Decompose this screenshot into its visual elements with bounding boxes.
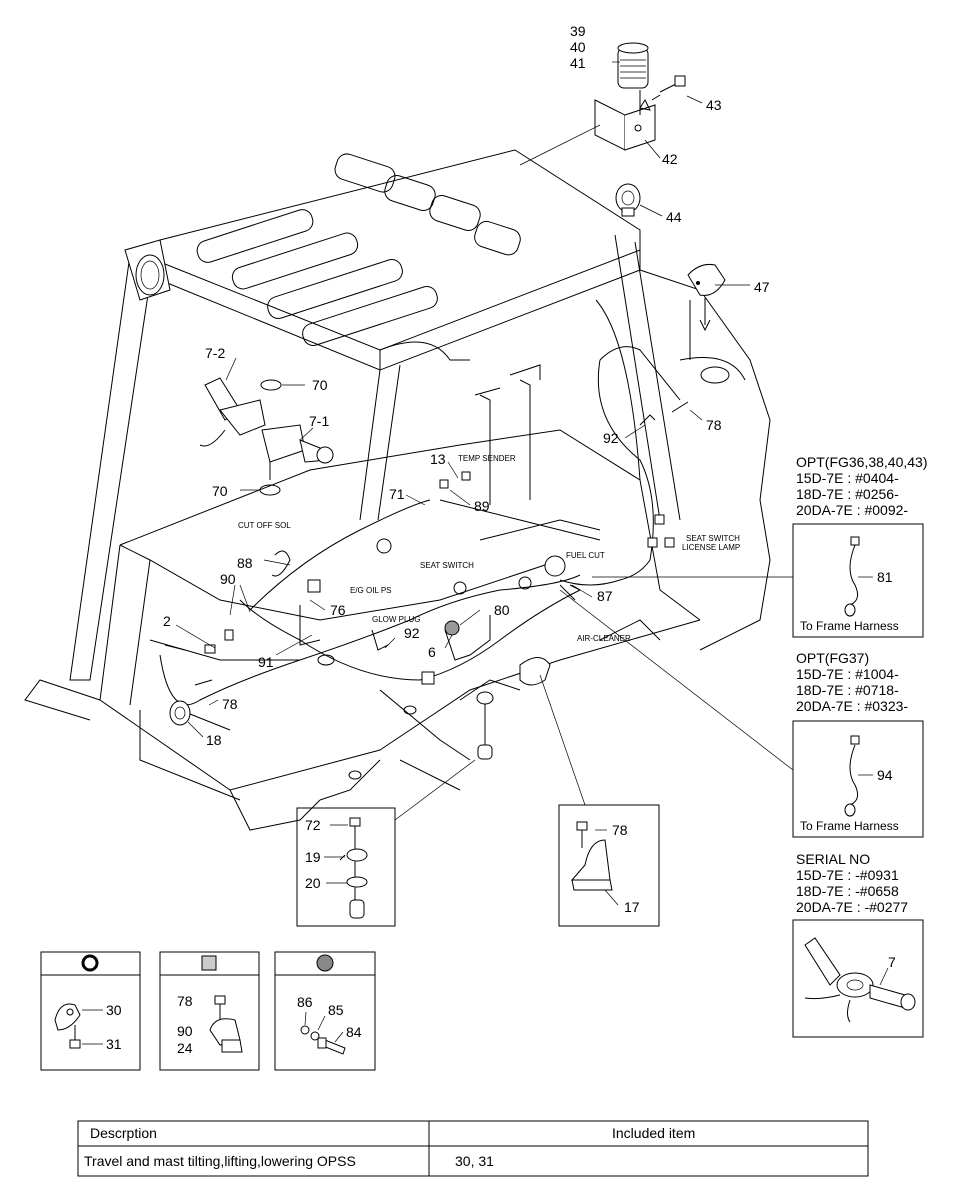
legend2-part-90: 90	[177, 1023, 193, 1039]
table-cell-included: 30, 31	[455, 1153, 494, 1169]
opt1-part: 81	[877, 569, 893, 585]
table-header-description: Descrption	[90, 1125, 157, 1141]
opt1-caption: To Frame Harness	[800, 619, 899, 633]
label-71: 71	[389, 486, 405, 502]
label-41: 41	[570, 55, 586, 71]
legend-box-square: 78 90 24	[159, 951, 260, 1071]
serial-title: SERIAL NO	[796, 851, 870, 867]
label-91: 91	[258, 654, 274, 670]
inset-label-19: 19	[305, 849, 321, 865]
label-78-left: 78	[222, 696, 238, 712]
option-box-fg37: OPT(FG37) 15D-7E : #1004- 18D-7E : #0718…	[792, 650, 924, 838]
opt2-line-1: 15D-7E : #1004-	[796, 666, 899, 682]
part-labels: 39 40 41 42 43 44 47 7-2 70 7-1 70 78 92…	[163, 23, 770, 748]
legend-box-shaded-circle: 86 85 84	[274, 951, 376, 1071]
callout-seat-switch: SEAT SWITCH	[420, 561, 474, 570]
label-39: 39	[570, 23, 586, 39]
label-78-top: 78	[706, 417, 722, 433]
label-47: 47	[754, 279, 770, 295]
callout-seat-switch-license-2: LICENSE LAMP	[682, 543, 740, 552]
opt1-line-1: 15D-7E : #0404-	[796, 470, 899, 486]
table-header-included: Included item	[612, 1125, 695, 1141]
option-box-fg36: OPT(FG36,38,40,43) 15D-7E : #0404- 18D-7…	[792, 454, 928, 638]
table-cell-description: Travel and mast tilting,lifting,lowering…	[84, 1153, 356, 1169]
legend1-part-31: 31	[106, 1036, 122, 1052]
legend2-part-24: 24	[177, 1040, 193, 1056]
legend1-part-30: 30	[106, 1002, 122, 1018]
label-76: 76	[330, 602, 346, 618]
serial-line-2: 18D-7E : -#0658	[796, 883, 899, 899]
label-6: 6	[428, 644, 436, 660]
label-13: 13	[430, 451, 446, 467]
opt2-title: OPT(FG37)	[796, 650, 869, 666]
component-callouts: TEMP SENDER CUT OFF SOL E/G OIL PS SEAT …	[238, 454, 740, 643]
inset-label-17: 17	[624, 899, 640, 915]
legend3-part-86: 86	[297, 994, 313, 1010]
buzzer-44	[615, 183, 641, 217]
label-7-2: 7-2	[205, 345, 225, 361]
combination-switch-7-2	[199, 377, 266, 447]
lamp-47	[687, 264, 726, 332]
small-components	[164, 401, 689, 760]
legend2-part-78: 78	[177, 993, 193, 1009]
rear-work-lamp	[124, 239, 171, 301]
opt1-line-3: 20DA-7E : #0092-	[796, 502, 908, 518]
serial-line-1: 15D-7E : -#0931	[796, 867, 899, 883]
label-89: 89	[474, 498, 490, 514]
callout-eg-oil-ps: E/G OIL PS	[350, 586, 392, 595]
label-2: 2	[163, 613, 171, 629]
inset-label-78: 78	[612, 822, 628, 838]
label-87: 87	[597, 588, 613, 604]
label-70-bottom: 70	[212, 483, 228, 499]
label-18: 18	[206, 732, 222, 748]
legend3-part-84: 84	[346, 1024, 362, 1040]
opt1-title: OPT(FG36,38,40,43)	[796, 454, 928, 470]
horn-18	[169, 700, 191, 726]
serial-part: 7	[888, 954, 896, 970]
label-80: 80	[494, 602, 510, 618]
truck-body-frame	[24, 269, 771, 831]
overhead-guard-pillars	[69, 234, 681, 681]
beacon-lamp	[617, 42, 649, 89]
label-70-top: 70	[312, 377, 328, 393]
label-42: 42	[662, 151, 678, 167]
legend-box-circle: 30 31	[40, 951, 141, 1071]
inset-sensor-assembly: 72 19 20	[296, 807, 396, 927]
opt2-line-2: 18D-7E : #0718-	[796, 682, 899, 698]
callout-air-cleaner: AIR-CLEANER	[577, 634, 631, 643]
overhead-guard-roof	[159, 149, 641, 371]
combination-switch-7-1	[261, 424, 334, 480]
label-92-center: 92	[404, 625, 420, 641]
serial-box: SERIAL NO 15D-7E : -#0931 18D-7E : -#065…	[792, 851, 924, 1038]
inset-label-20: 20	[305, 875, 321, 891]
callout-temp-sender: TEMP SENDER	[458, 454, 516, 463]
label-44: 44	[666, 209, 682, 225]
opt2-part: 94	[877, 767, 893, 783]
inset-label-72: 72	[305, 817, 321, 833]
label-92-right: 92	[603, 430, 619, 446]
legend3-part-85: 85	[328, 1002, 344, 1018]
callout-glow-plug: GLOW PLUG	[372, 615, 420, 624]
label-7-1: 7-1	[309, 413, 329, 429]
beacon-bracket	[594, 90, 656, 151]
label-43: 43	[706, 97, 722, 113]
opt2-caption: To Frame Harness	[800, 819, 899, 833]
callout-cut-off-sol: CUT OFF SOL	[238, 521, 291, 530]
inset-bracket-17: 78 17	[558, 804, 660, 927]
label-88: 88	[237, 555, 253, 571]
leader-lines	[175, 61, 794, 821]
description-table: Descrption Included item Travel and mast…	[77, 1120, 869, 1177]
callout-seat-switch-license-1: SEAT SWITCH	[686, 534, 740, 543]
callout-fuel-cut: FUEL CUT	[566, 551, 605, 560]
opt1-line-2: 18D-7E : #0256-	[796, 486, 899, 502]
serial-line-3: 20DA-7E : -#0277	[796, 899, 908, 915]
bolt-43	[651, 75, 686, 101]
label-90: 90	[220, 571, 236, 587]
opt2-line-3: 20DA-7E : #0323-	[796, 698, 908, 714]
label-40: 40	[570, 39, 586, 55]
